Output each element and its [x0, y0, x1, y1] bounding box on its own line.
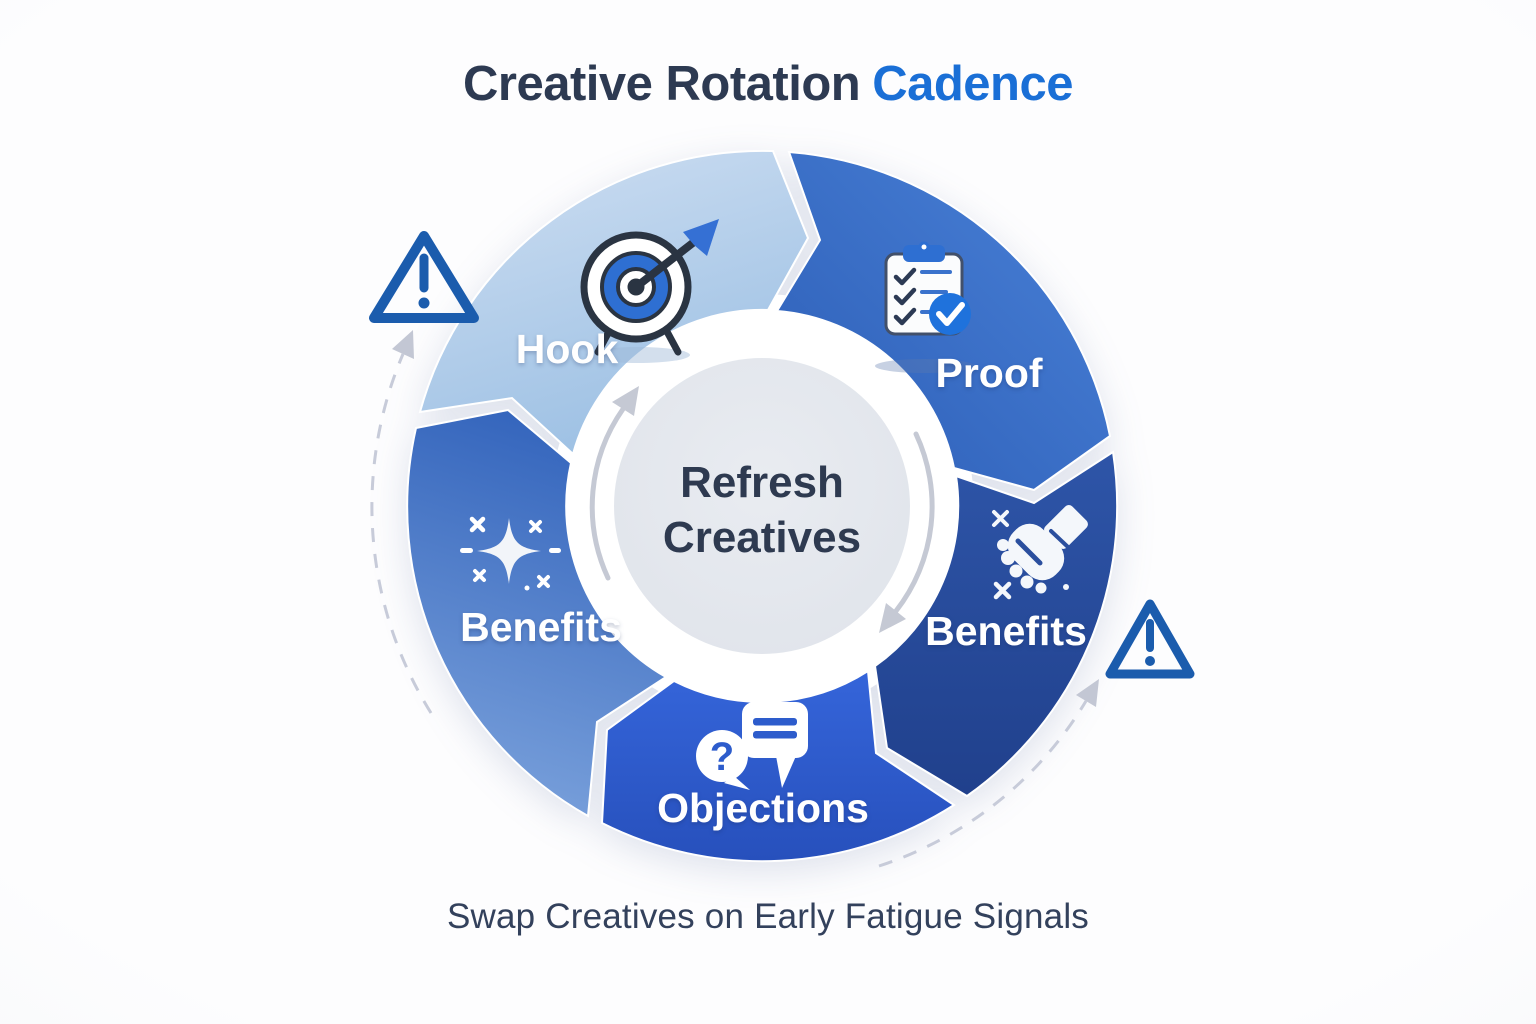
warning-triangle-icon-left	[369, 231, 479, 323]
label-benefits-right: Benefits	[925, 608, 1087, 654]
cycle-arrowhead-left	[612, 386, 639, 416]
title-accent: Cadence	[872, 57, 1073, 111]
hand-giving-icon	[992, 505, 1088, 600]
fatigue-signal-arcs	[370, 330, 1099, 868]
center-label-line2: Creatives	[663, 513, 861, 562]
sparkle-icon	[460, 516, 561, 591]
cycle-arrows	[589, 386, 935, 633]
label-hook: Hook	[516, 326, 619, 372]
dart-target-icon	[580, 219, 719, 363]
center-label-line1: Refresh	[680, 458, 844, 507]
segment-benefits-left	[406, 408, 668, 818]
warning-triangle-icon-right	[1105, 599, 1195, 679]
cycle-arrowhead-right	[879, 603, 906, 633]
segment-labels: Hook Proof Benefits Objections Benefits	[460, 326, 1087, 831]
label-proof: Proof	[935, 350, 1042, 396]
caption: Swap Creatives on Early Fatigue Signals	[446, 897, 1089, 936]
dashed-arc-left	[370, 353, 433, 714]
center-circle	[614, 358, 910, 654]
dashed-arc-right	[878, 700, 1088, 868]
clipboard-checklist-icon	[875, 241, 975, 373]
title-main: Creative Rotation	[463, 57, 861, 111]
label-objections: Objections	[657, 785, 869, 831]
dashed-arrowhead-right	[1076, 679, 1099, 707]
dashed-arrowhead-left	[392, 330, 414, 359]
speech-bubbles-icon: ?	[696, 702, 808, 790]
label-benefits-left: Benefits	[460, 604, 622, 650]
cycle-arrow-left	[589, 406, 626, 581]
cycle-arrow-right	[893, 431, 935, 614]
question-mark: ?	[710, 735, 734, 779]
